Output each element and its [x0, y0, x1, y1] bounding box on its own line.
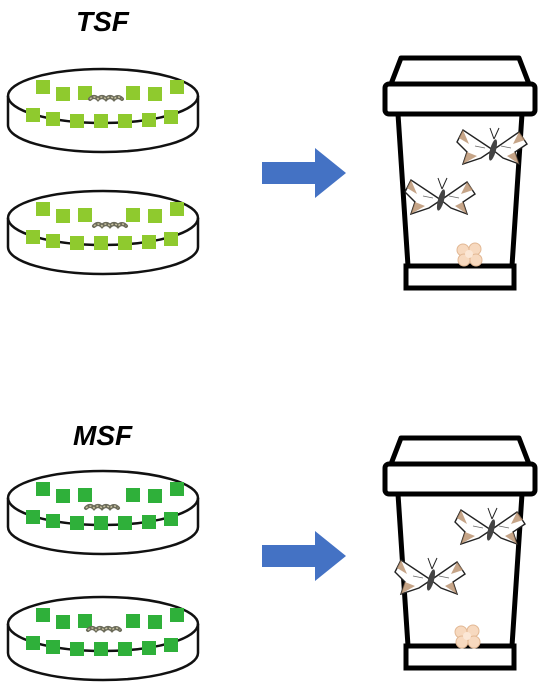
petri-dish-icon	[6, 469, 200, 556]
moth-icon	[456, 127, 528, 165]
caterpillar-icon	[88, 95, 124, 101]
panel-label-msf: MSF	[73, 420, 133, 451]
arrow-right-icon	[262, 148, 346, 198]
moth-icon	[454, 507, 526, 545]
caterpillar-icon	[92, 222, 128, 228]
moth-icon	[404, 177, 476, 215]
petri-dish-icon	[6, 595, 200, 682]
petri-dish-icon	[6, 189, 200, 276]
cup-icon	[385, 58, 535, 288]
petri-dish-icon	[6, 67, 200, 154]
caterpillar-icon	[84, 504, 120, 510]
arrow-right-icon	[262, 531, 346, 581]
egg-cluster-icon	[456, 242, 483, 267]
moth-icon	[394, 557, 466, 595]
egg-cluster-icon	[454, 624, 481, 649]
panel-label-tsf: TSF	[76, 6, 129, 37]
caterpillar-icon	[86, 626, 122, 632]
cup-icon	[385, 438, 535, 668]
